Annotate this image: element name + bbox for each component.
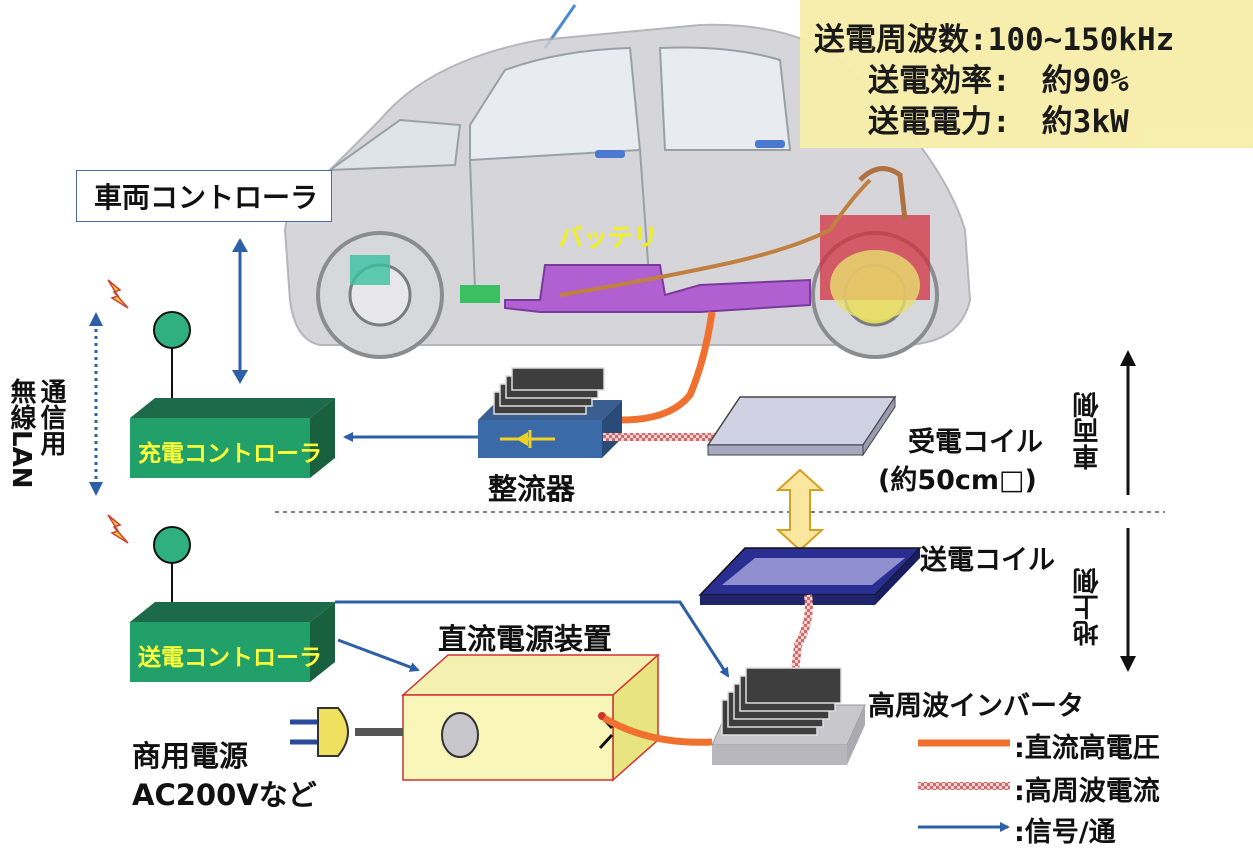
spec-efficiency: 送電効率: 約90%: [868, 63, 1129, 99]
rectifier-device: [478, 367, 622, 458]
charge-controller-box: [130, 398, 335, 478]
car-illustration: [283, 4, 972, 359]
commercial-power-voltage-label: AC200Vなど: [132, 778, 317, 812]
dc-power-supply-box: [401, 653, 660, 782]
ground-side-label: 地上側: [1073, 568, 1103, 646]
transmit-coil: [698, 547, 922, 605]
vehicle-controller-box: [76, 170, 332, 222]
comm-wireless-label-1: 通信用: [36, 378, 66, 456]
legend-hf-label: :高周波電流: [1014, 776, 1160, 807]
vehicle-controller-label: 車両コントローラ: [94, 181, 319, 214]
antenna-icon: [153, 311, 191, 605]
dc-power-supply-label: 直流電源装置: [438, 622, 613, 656]
hf-inverter-device: [711, 667, 866, 765]
receive-coil: [706, 395, 897, 457]
legend-dc-label: :直流高電圧: [1014, 733, 1160, 764]
spec-power: 送電電力: 約3kW: [868, 104, 1129, 140]
vehicle-side-label: 車両側: [1073, 392, 1103, 470]
receive-coil-size-label: (約50cm□): [878, 465, 1037, 496]
transmit-controller-label: 送電コントローラ: [138, 645, 322, 671]
spec-panel: 送電周波数:100~150kHz 送電効率: 約90% 送電電力: 約3kW: [800, 0, 1253, 148]
power-transfer-arrow: [775, 468, 825, 552]
power-plug-icon: [290, 707, 403, 757]
rectifier-label: 整流器: [488, 472, 576, 506]
legend: [918, 739, 1010, 832]
comm-wireless-label-2: 無線LAN: [6, 378, 36, 489]
battery-label: バッテリ: [558, 223, 659, 252]
hf-inverter-label: 高周波インバータ: [868, 691, 1084, 722]
legend-signal-label: :信号/通: [1014, 817, 1116, 848]
transmit-controller-box: [130, 602, 335, 682]
spec-frequency: 送電周波数:100~150kHz: [814, 22, 1175, 58]
transmit-coil-label: 送電コイル: [920, 545, 1055, 576]
receive-coil-label: 受電コイル: [908, 427, 1043, 458]
commercial-power-label: 商用電源: [132, 739, 249, 773]
wireless-signal-icon: [107, 279, 129, 544]
charge-controller-label: 充電コントローラ: [138, 441, 322, 467]
